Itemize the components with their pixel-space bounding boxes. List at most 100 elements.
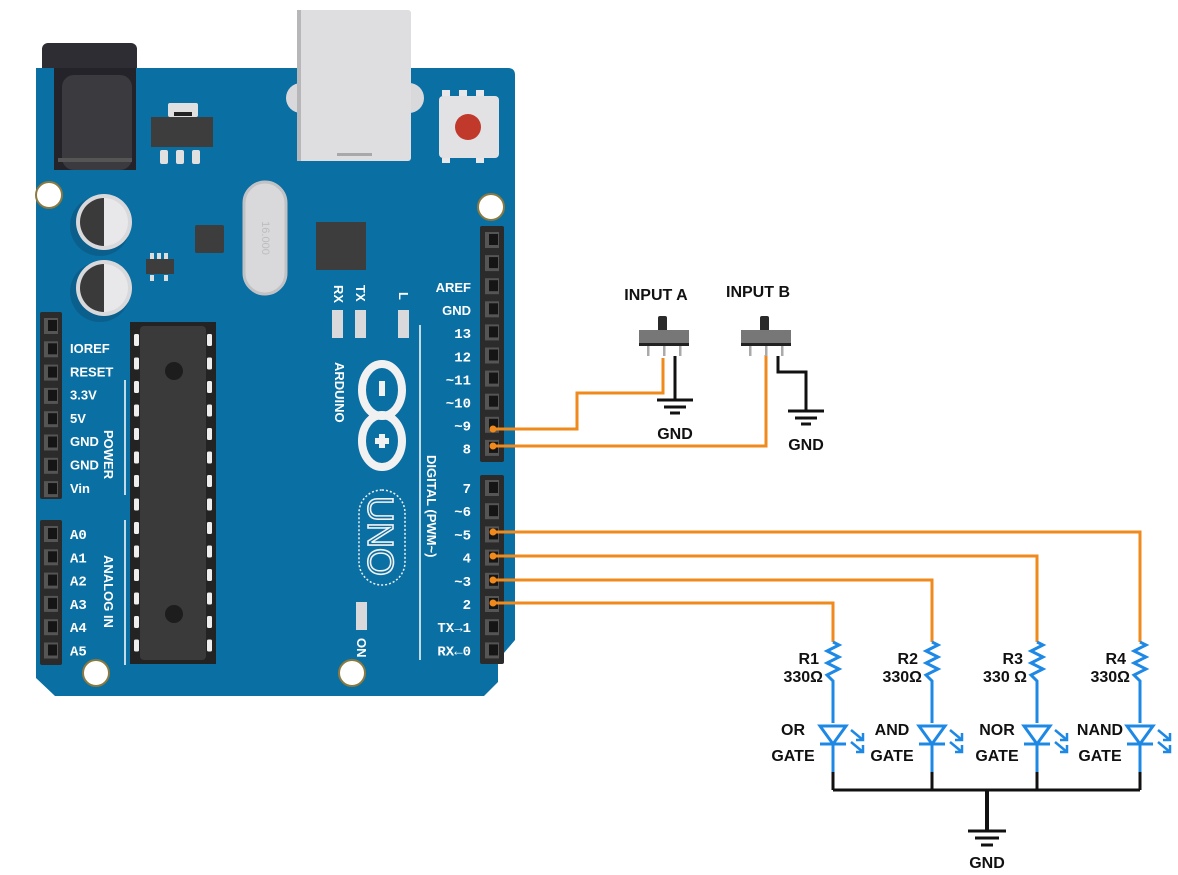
chip-pin: [134, 334, 139, 346]
usb-chip: [316, 222, 366, 270]
wire-endpoint: [489, 425, 497, 433]
switch-lever[interactable]: [658, 316, 667, 332]
pin-label: GND: [442, 303, 471, 318]
mounting-hole: [477, 193, 505, 221]
resistor-value: 330Ω: [783, 669, 823, 686]
wire-endpoint: [489, 552, 497, 560]
chip-pin: [134, 428, 139, 440]
chip-pin: [207, 545, 212, 558]
chip-pin: [207, 522, 212, 534]
chip-pin: [207, 616, 212, 628]
reset-button: [439, 90, 499, 163]
wire-endpoint: [489, 599, 497, 607]
chip-pin: [207, 357, 212, 370]
pin-label: A4: [70, 621, 87, 637]
crystal-label: 16.000: [259, 221, 271, 255]
chip-pin: [134, 451, 139, 464]
resistor-r1: [823, 640, 843, 723]
chip-pin: [207, 498, 212, 511]
chip-pin: [207, 404, 212, 417]
pin-label: Vin: [70, 481, 90, 496]
wire-output-2: [493, 578, 934, 642]
gate-label: OR: [781, 722, 805, 739]
resistor-r3: [1027, 640, 1047, 723]
pin-label: 4: [463, 552, 471, 568]
wire-output-4: [493, 530, 1142, 642]
transistor: [146, 253, 174, 281]
chip-pin: [207, 592, 212, 605]
pin-label: RESET: [70, 364, 113, 379]
smd-chip: [195, 225, 224, 253]
chip-pin: [207, 475, 212, 487]
switch-label: INPUT B: [726, 284, 790, 301]
digital-section-label: DIGITAL (PWM~): [424, 455, 439, 557]
pin-label: ~3: [454, 575, 471, 591]
pin-label: GND: [70, 434, 99, 449]
chip-pin: [207, 334, 212, 346]
slide-switch-b[interactable]: INPUT B GND: [726, 284, 824, 454]
pin-label: ~10: [446, 397, 471, 413]
led-icon: [817, 724, 865, 790]
wire-pin8-input-b: [493, 355, 768, 448]
led-icon: [1124, 724, 1172, 790]
tx-led-label: TX: [353, 285, 368, 302]
atmega-chip: [130, 322, 216, 664]
pin-label: ~11: [446, 373, 471, 389]
arduino-board: 16.000 RX TX L ARDUINO UNO ON: [35, 10, 515, 696]
pin-label: 13: [454, 327, 471, 343]
ground-label: GND: [788, 437, 824, 454]
gate-label: GATE: [1078, 748, 1122, 765]
pin-label: A0: [70, 528, 87, 544]
chip-pin: [134, 522, 139, 534]
resistor-value: 330 Ω: [983, 669, 1027, 686]
pin-label: 7: [463, 482, 471, 498]
mounting-hole: [82, 659, 110, 687]
wires: [489, 355, 1142, 642]
capacitor: [70, 260, 132, 322]
chip-pin: [134, 357, 139, 370]
switch-lever[interactable]: [760, 316, 769, 332]
chip-pin: [134, 639, 139, 652]
arduino-logo: ARDUINO UNO: [332, 360, 406, 586]
resistor-value: 330Ω: [882, 669, 922, 686]
pin-label: A2: [70, 575, 87, 591]
pin-label: 12: [454, 350, 471, 366]
crystal-oscillator: 16.000: [242, 180, 288, 296]
pin-label: 3.3V: [70, 388, 97, 403]
chip-pin: [207, 381, 212, 393]
digital-header-lower: [480, 475, 504, 664]
resistor-name: R1: [799, 651, 820, 668]
common-ground: GND: [833, 788, 1140, 872]
common-ground-label: GND: [969, 855, 1005, 872]
resistor-r2: [922, 640, 942, 723]
pin-label: RX←0: [437, 644, 471, 660]
wire-output-1: [493, 601, 835, 642]
resistor-name: R2: [898, 651, 919, 668]
pin-label: IOREF: [70, 341, 110, 356]
gate-label: NOR: [979, 722, 1015, 739]
pin-label: 8: [463, 443, 471, 459]
capacitor: [70, 194, 132, 256]
resistor-value: 330Ω: [1090, 669, 1130, 686]
tx-led: [355, 310, 366, 338]
chip-pin: [134, 381, 139, 393]
wire-endpoint: [489, 528, 497, 536]
chip-pin: [134, 545, 139, 558]
gate-label: GATE: [975, 748, 1019, 765]
pin-label: AREF: [436, 280, 471, 295]
mounting-hole: [338, 659, 366, 687]
chip-pin: [134, 498, 139, 511]
pin-label: A5: [70, 645, 87, 661]
l-led-label: L: [396, 292, 411, 300]
on-led-label: ON: [354, 638, 369, 658]
ground-symbol: [657, 398, 693, 415]
rx-led-label: RX: [331, 285, 346, 303]
rx-led: [332, 310, 343, 338]
wire-endpoint: [489, 442, 497, 450]
